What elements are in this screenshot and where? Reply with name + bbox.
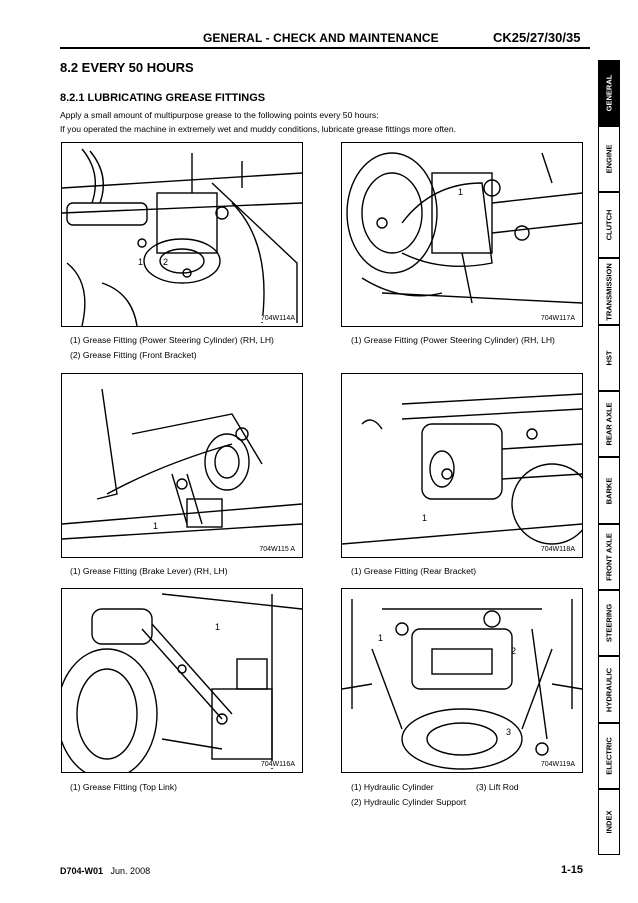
tab-front-axle[interactable]: FRONT AXLE <box>598 524 620 590</box>
callout-1: 1 <box>215 622 221 632</box>
header-model: CK25/27/30/35 <box>493 30 581 45</box>
tab-clutch[interactable]: CLUTCH <box>598 192 620 258</box>
figure-code: 704W118A <box>539 546 576 553</box>
figure-code: 704W119A <box>539 761 576 768</box>
figure-hydraulic-cylinder: 1 2 3 704W119A <box>341 588 583 773</box>
figure-power-steering-cylinder: 1 704W117A <box>341 142 583 327</box>
callout-2: 2 <box>511 646 517 656</box>
page-number: 1-15 <box>561 864 584 876</box>
header-title: GENERAL - CHECK AND MAINTENANCE <box>203 31 439 45</box>
tab-hst[interactable]: HST <box>598 325 620 391</box>
figure-code: 704W115 A <box>258 546 296 553</box>
figure-code: 704W116A <box>259 761 296 768</box>
caption: (2) Hydraulic Cylinder Support <box>351 797 467 807</box>
figure-brake-lever: 1 704W115 A <box>61 373 303 558</box>
callout-3: 3 <box>506 727 512 737</box>
caption: (1) Grease Fitting (Brake Lever) (RH, LH… <box>70 566 228 576</box>
section-title: 8.2 EVERY 50 HOURS <box>60 60 194 75</box>
figure-illustration <box>342 393 582 545</box>
caption: (1) Grease Fitting (Rear Bracket) <box>351 566 477 576</box>
subsection-title: 8.2.1 LUBRICATING GREASE FITTINGS <box>60 92 266 104</box>
tab-general[interactable]: GENERAL <box>598 60 620 126</box>
figure-illustration <box>346 152 582 304</box>
tab-rear-axle[interactable]: REAR AXLE <box>598 391 620 457</box>
tab-steering[interactable]: STEERING <box>598 590 620 656</box>
figure-illustration <box>62 148 302 326</box>
figure-top-link: 1 704W116A <box>61 588 303 773</box>
header-rule <box>60 47 590 49</box>
figure-code: 704W117A <box>539 315 576 322</box>
tab-index[interactable]: INDEX <box>598 789 620 855</box>
tab-transmission[interactable]: TRANSMISSION <box>598 258 620 325</box>
callout-1: 1 <box>138 257 144 267</box>
footer-date: Jun. 2008 <box>110 866 151 876</box>
caption: (1) Hydraulic Cylinder <box>351 782 434 792</box>
footer-doc-info: D704-W01 Jun. 2008 <box>60 866 150 876</box>
callout-2: 2 <box>163 257 169 267</box>
caption: (1) Grease Fitting (Top Link) <box>70 782 177 792</box>
instruction-line-1: Apply a small amount of multipurpose gre… <box>60 110 379 120</box>
tab-brake[interactable]: BARKE <box>598 457 620 524</box>
callout-1: 1 <box>153 521 159 531</box>
caption: (2) Grease Fitting (Front Bracket) <box>70 350 197 360</box>
footer-doc-number: D704-W01 <box>60 866 104 876</box>
figure-illustration <box>62 593 302 772</box>
figure-illustration <box>62 388 302 540</box>
tab-hydraulic[interactable]: HYDRAULIC <box>598 656 620 723</box>
callout-1: 1 <box>458 187 464 197</box>
caption: (1) Grease Fitting (Power Steering Cylin… <box>351 335 555 345</box>
callout-1: 1 <box>422 513 428 523</box>
figure-power-steering-front-bracket: 1 2 704W114A <box>61 142 303 327</box>
callout-1: 1 <box>378 633 384 643</box>
tab-engine[interactable]: ENGINE <box>598 126 620 192</box>
figure-code: 704W114A <box>259 315 296 322</box>
instruction-line-2: If you operated the machine in extremely… <box>60 124 457 134</box>
figure-illustration <box>342 599 582 770</box>
caption: (1) Grease Fitting (Power Steering Cylin… <box>70 335 274 345</box>
figure-rear-bracket: 1 704W118A <box>341 373 583 558</box>
tab-electric[interactable]: ELECTRIC <box>598 723 620 789</box>
caption: (3) Lift Rod <box>476 782 519 792</box>
